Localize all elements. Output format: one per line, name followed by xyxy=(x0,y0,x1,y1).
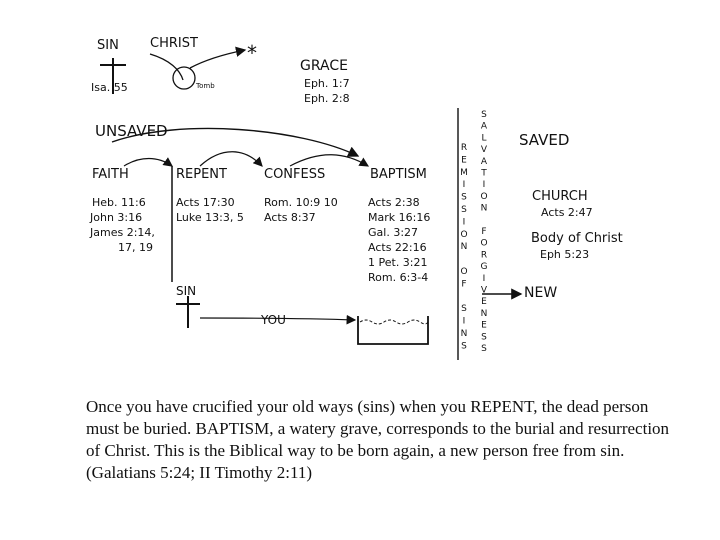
vertical-letter: N xyxy=(481,204,488,214)
vertical-letter: E xyxy=(461,155,467,165)
vertical-letter: R xyxy=(481,250,487,260)
isa-ref: Isa. 55 xyxy=(91,81,128,94)
faith-ref: James 2:14, xyxy=(89,226,155,239)
vertical-letter: R xyxy=(461,143,467,153)
vertical-letter: E xyxy=(481,297,487,307)
saved-label: SAVED xyxy=(519,131,569,149)
vertical-letter: L xyxy=(481,133,486,143)
vertical-letter: I xyxy=(483,274,486,284)
vertical-letter: G xyxy=(481,262,488,272)
confess-ref: Acts 8:37 xyxy=(264,211,316,224)
step-repent: REPENT xyxy=(176,167,227,182)
vertical-letter: O xyxy=(480,192,487,202)
vertical-letter: F xyxy=(481,227,486,237)
vertical-letter: S xyxy=(461,205,467,215)
vertical-letter: F xyxy=(461,279,466,289)
vertical-letter: A xyxy=(481,157,488,167)
repent-confess-arrow xyxy=(199,151,263,167)
body-of-christ-ref: Eph 5:23 xyxy=(540,248,589,261)
repent-ref: Acts 17:30 xyxy=(176,196,235,209)
vertical-letter: S xyxy=(481,332,487,342)
vertical-letter: I xyxy=(483,180,486,190)
church-ref: Acts 2:47 xyxy=(541,206,593,219)
vertical-letter: O xyxy=(460,230,467,240)
body-of-christ-label: Body of Christ xyxy=(531,231,623,246)
confess-baptism-arrow xyxy=(289,154,370,167)
vertical-letter: N xyxy=(461,242,468,252)
vertical-letter: T xyxy=(480,169,487,179)
new-label: NEW xyxy=(524,285,557,301)
unsaved-arc-arrow xyxy=(111,127,360,157)
caption-paragraph: Once you have crucified your old ways (s… xyxy=(86,397,670,482)
step-confess: CONFESS xyxy=(264,167,325,182)
christ-label: CHRIST xyxy=(150,36,198,51)
baptism-ref: 1 Pet. 3:21 xyxy=(368,256,428,269)
vertical-letter: I xyxy=(463,180,466,190)
confess-ref: Rom. 10:9 10 xyxy=(264,196,338,209)
grace-ref-2: Eph. 2:8 xyxy=(304,92,350,105)
grace-ref-1: Eph. 1:7 xyxy=(304,77,350,90)
tomb-label: Tomb xyxy=(195,82,215,90)
unsaved-label: UNSAVED xyxy=(95,122,168,140)
salvation-diagram: SIN Isa. 55 CHRIST Tomb * GRACE Eph. 1:7… xyxy=(89,36,623,360)
vertical-letter: I xyxy=(463,217,466,227)
faith-repent-arrow xyxy=(123,157,173,167)
vertical-letter: M xyxy=(460,168,468,178)
vertical-letter: E xyxy=(481,321,487,331)
cross-icon-top xyxy=(100,58,126,94)
you-to-grave-arrow xyxy=(199,314,357,325)
asterisk: * xyxy=(247,41,257,65)
vertical-letter: N xyxy=(461,329,468,339)
vertical-letter: V xyxy=(481,145,488,155)
vertical-letter: N xyxy=(481,309,488,319)
baptism-ref: Rom. 6:3-4 xyxy=(368,271,428,284)
cross-icon-bottom xyxy=(176,296,200,328)
watery-grave-icon xyxy=(357,316,429,345)
baptism-ref: Acts 22:16 xyxy=(368,241,427,254)
vertical-letter: S xyxy=(461,341,467,351)
vertical-letter: I xyxy=(463,317,466,327)
resurrection-arrow xyxy=(189,46,247,69)
grace-label: GRACE xyxy=(300,58,348,74)
baptism-ref: Acts 2:38 xyxy=(368,196,420,209)
vertical-letter: S xyxy=(461,193,467,203)
bottom-sin-label: SIN xyxy=(176,284,196,298)
baptism-ref: Gal. 3:27 xyxy=(368,226,418,239)
vertical-letter: O xyxy=(460,267,467,277)
vertical-letter: S xyxy=(461,304,467,314)
vertical-letter: O xyxy=(480,239,487,249)
repent-ref: Luke 13:3, 5 xyxy=(176,211,244,224)
water-wave-icon xyxy=(359,319,429,325)
step-faith: FAITH xyxy=(92,167,129,182)
faith-ref: Heb. 11:6 xyxy=(92,196,146,209)
church-label: CHURCH xyxy=(532,189,588,204)
tomb-circle-icon xyxy=(172,66,196,90)
faith-ref: John 3:16 xyxy=(89,211,142,224)
vertical-letter: S xyxy=(481,344,487,354)
vertical-letter: A xyxy=(481,122,488,132)
faith-ref: 17, 19 xyxy=(118,241,153,254)
you-label: YOU xyxy=(260,313,286,327)
step-baptism: BAPTISM xyxy=(370,167,427,182)
vertical-letter: S xyxy=(481,110,487,120)
christ-arrow xyxy=(149,53,184,81)
baptism-ref: Mark 16:16 xyxy=(368,211,430,224)
sin-label: SIN xyxy=(97,38,119,53)
vertical-letter: V xyxy=(481,286,488,296)
